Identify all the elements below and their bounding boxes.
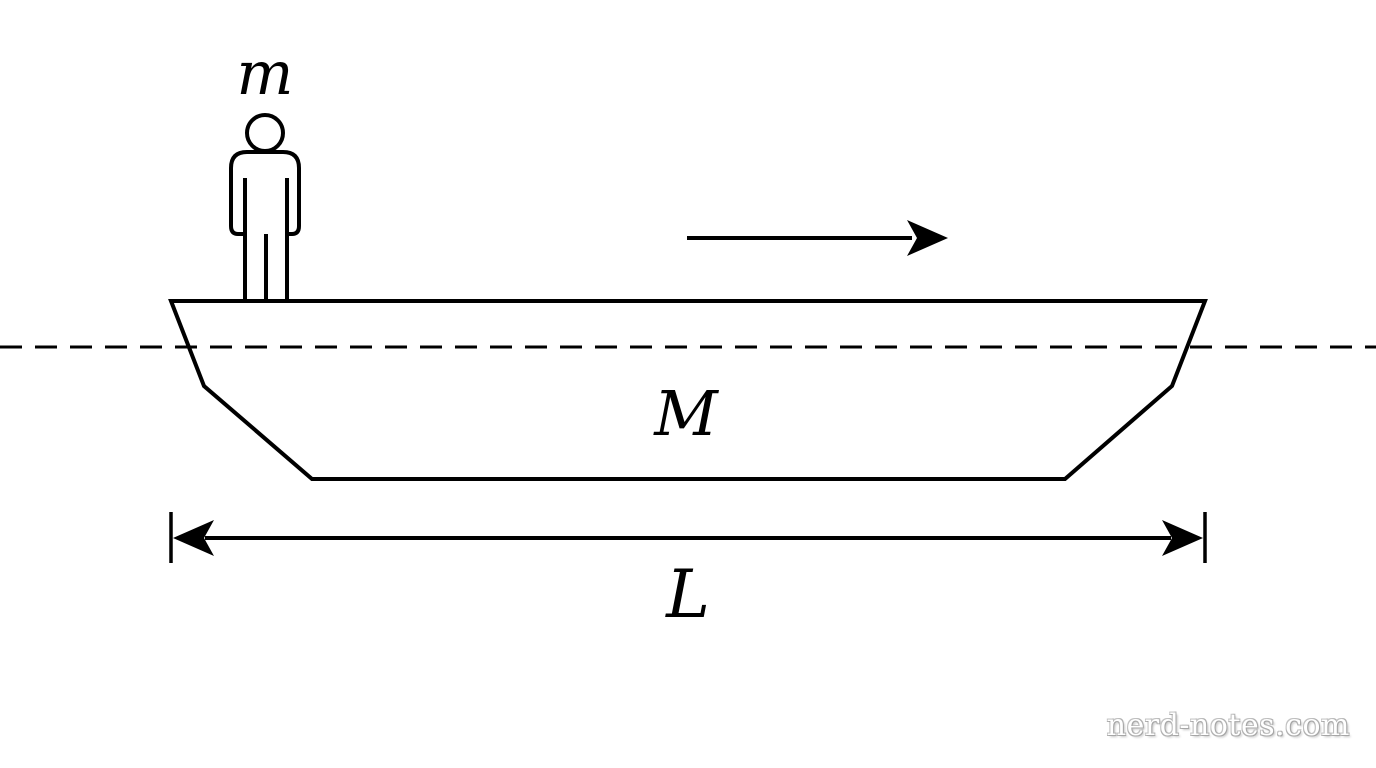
watermark-logo: nerd-notes.com	[1106, 708, 1350, 743]
boat-mass-label: M	[653, 377, 719, 450]
boat-length-label: L	[665, 556, 710, 633]
arrow-right-icon	[907, 220, 948, 256]
arrowhead-left-icon	[173, 520, 214, 556]
boat-hull	[168, 299, 1208, 481]
length-dimension	[169, 512, 1207, 563]
arrowhead-right-icon	[1162, 520, 1203, 556]
person-body	[229, 150, 301, 300]
person-figure	[229, 113, 301, 300]
velocity-arrow	[687, 220, 948, 256]
person-mass-label: m	[237, 39, 294, 109]
person-head	[245, 113, 285, 153]
